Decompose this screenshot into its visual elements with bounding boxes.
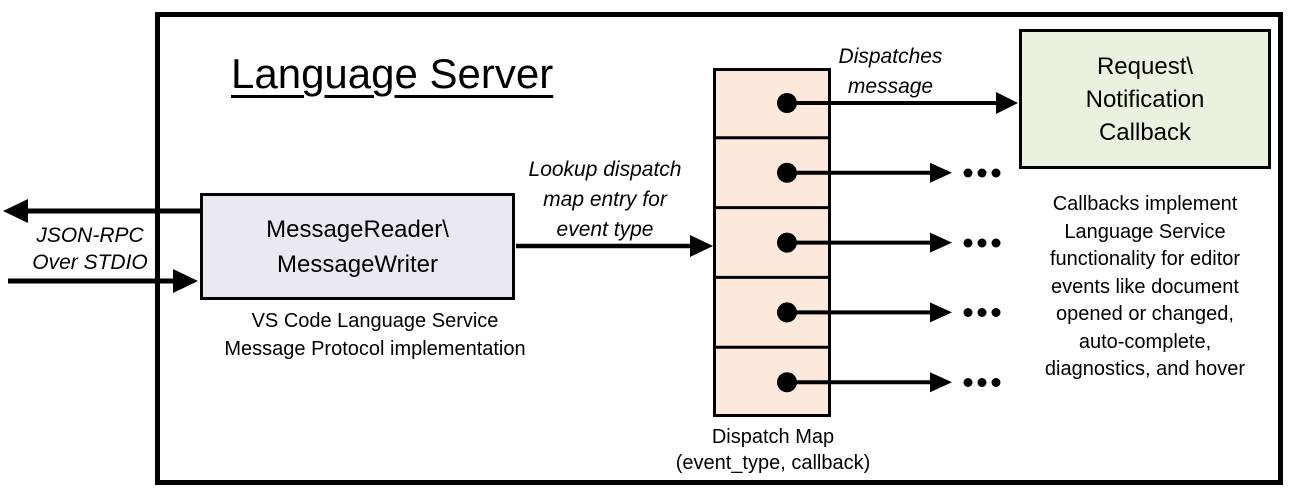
dispatch-map-caption-line1: Dispatch Map xyxy=(711,426,835,448)
reader-caption-line2: Message Protocol implementation xyxy=(224,338,526,360)
dispatches-message-label: Dispatches message xyxy=(808,42,973,102)
language-server-outer-box xyxy=(155,12,1283,485)
callback-label-line1: Request\ xyxy=(1096,52,1194,80)
diagram-title: Language Server xyxy=(231,50,554,97)
callback-note-line: Callbacks implement xyxy=(1052,193,1238,215)
callback-note-line: auto-complete, xyxy=(1078,330,1212,353)
json-rpc-label-line2: Over STDIO xyxy=(32,251,148,274)
reader-caption-line1: VS Code Language Service xyxy=(251,310,499,332)
message-reader-writer-box: MessageReader\ MessageWriter xyxy=(200,193,515,300)
callback-note: Callbacks implement Language Service fun… xyxy=(1024,191,1266,384)
dispatch-map-caption-line2: (event_type, callback) xyxy=(675,452,871,474)
request-notification-callback-box: Request\ Notification Callback xyxy=(1019,29,1271,169)
callback-note-line: opened or changed, xyxy=(1056,303,1234,325)
json-rpc-label: JSON-RPC Over STDIO xyxy=(15,222,165,276)
callback-label-line3: Callback xyxy=(1098,118,1192,146)
reader-caption: VS Code Language Service Message Protoco… xyxy=(205,307,545,363)
json-rpc-label-line1: JSON-RPC xyxy=(36,224,144,247)
lookup-label-line2: map entry for xyxy=(543,188,667,211)
callback-note-line: functionality for editor xyxy=(1049,248,1241,270)
callback-note-line: Language Service xyxy=(1064,220,1226,243)
dispatches-label-line2: message xyxy=(847,75,934,98)
lookup-label-line3: event type xyxy=(556,218,654,241)
dispatch-map-caption: Dispatch Map (event_type, callback) xyxy=(653,424,893,476)
dispatch-map-box xyxy=(713,68,831,417)
callback-label-line2: Notification xyxy=(1085,85,1205,113)
lookup-label-line1: Lookup dispatch xyxy=(528,158,682,181)
lookup-dispatch-label: Lookup dispatch map entry for event type xyxy=(515,155,695,245)
message-reader-label: MessageReader\ xyxy=(266,215,449,243)
callback-note-line: diagnostics, and hover xyxy=(1044,358,1246,380)
callback-note-line: events like document xyxy=(1051,275,1239,298)
message-writer-label: MessageWriter xyxy=(277,250,438,278)
dispatches-label-line1: Dispatches xyxy=(838,45,943,68)
